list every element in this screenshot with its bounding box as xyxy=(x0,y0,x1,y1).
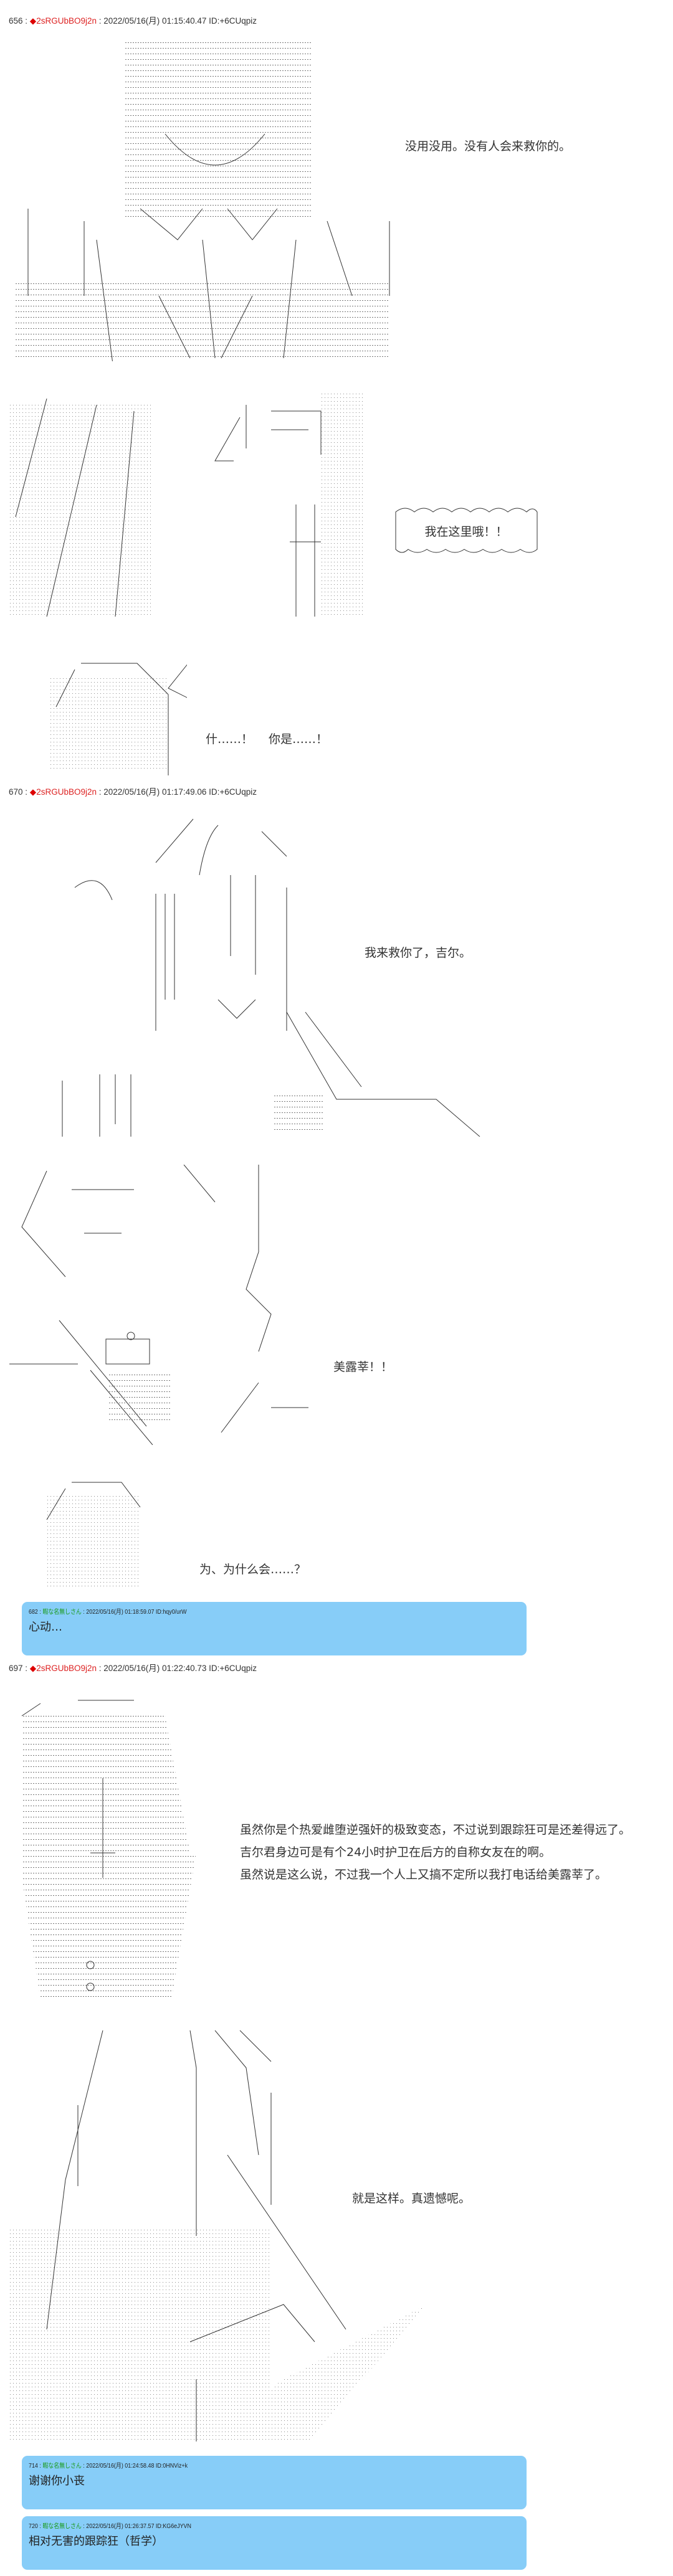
separator: : xyxy=(22,16,30,26)
dialogue-line: 什……！ 你是……！ xyxy=(206,732,328,746)
comment-body: 相对无害的跟踪狂（哲学） xyxy=(29,2535,163,2548)
trip-diamond-icon: ◆ xyxy=(29,787,37,797)
comment-header: 714 : 暇な名無しさん : 2022/05/16(月) 01:24:58.4… xyxy=(29,2462,188,2469)
dialogue-line: 为、为什么会……？ xyxy=(199,1563,307,1576)
trip-diamond-icon: ◆ xyxy=(29,16,37,26)
post-date: : 2022/05/16(月) 01:17:49.06 ID:+6CUqpiz xyxy=(96,787,257,797)
dialogue-line: 虽然说是这么说，不过我一个人上又搞不定所以我打电话给美露莘了。 xyxy=(240,1868,608,1882)
comment-header: 720 : 暇な名無しさん : 2022/05/16(月) 01:26:37.5… xyxy=(29,2522,191,2530)
dialogue-line: 没用没用。没有人会来救你的。 xyxy=(405,140,571,153)
ascii-art-knight xyxy=(9,1165,308,1445)
post-header: 697 : ◆2sRGUbBO9j2n : 2022/05/16(月) 01:2… xyxy=(9,1661,257,1674)
trip-code[interactable]: 2sRGUbBO9j2n xyxy=(36,16,97,26)
bubble-text: 我在这里哦！！ xyxy=(424,525,508,539)
ascii-art-villain xyxy=(16,37,390,361)
separator: : xyxy=(22,787,30,797)
post-header: 670 : ◆2sRGUbBO9j2n : 2022/05/16(月) 01:1… xyxy=(9,785,257,797)
dialogue-line: 美露莘！！ xyxy=(333,1360,393,1374)
post-number: 670 xyxy=(9,787,23,797)
comment-box: 682 : 暇な名無しさん : 2022/05/16(月) 01:18:59.0… xyxy=(22,1602,527,1655)
dialogue-line: 我来救你了，吉尔。 xyxy=(365,946,472,960)
ascii-art-rescuer xyxy=(62,818,480,1137)
dialogue-line: 虽然你是个热爱雌堕逆强奸的极致变态，不过说到跟踪狂可是还差得远了。 xyxy=(240,1823,631,1837)
comment-box: 714 : 暇な名無しさん : 2022/05/16(月) 01:24:58.4… xyxy=(22,2456,527,2509)
ascii-art-hiding xyxy=(9,392,365,617)
post-number: 697 xyxy=(9,1664,23,1673)
ascii-art-hooded-figure xyxy=(21,1700,196,1999)
post-date: : 2022/05/16(月) 01:22:40.73 ID:+6CUqpiz xyxy=(96,1664,257,1673)
comment-header: 682 : 暇な名無しさん : 2022/05/16(月) 01:18:59.0… xyxy=(29,1608,187,1616)
separator: : xyxy=(22,1664,30,1673)
dialogue-line: 就是这样。真遗憾呢。 xyxy=(352,2192,471,2205)
comment-box: 720 : 暇な名無しさん : 2022/05/16(月) 01:26:37.5… xyxy=(22,2516,527,2570)
trip-diamond-icon: ◆ xyxy=(29,1664,37,1673)
trip-code[interactable]: 2sRGUbBO9j2n xyxy=(36,1664,97,1673)
post-number: 656 xyxy=(9,16,23,26)
commenter-name: 暇な名無しさん xyxy=(42,1608,82,1616)
comment-body: 心动… xyxy=(29,1621,62,1634)
post-header: 656 : ◆2sRGUbBO9j2n : 2022/05/16(月) 01:1… xyxy=(9,14,257,26)
ascii-art-girl-shocked xyxy=(46,1482,141,1588)
speech-bubble: 我在这里哦！！ xyxy=(393,506,540,556)
ascii-art-girl-face xyxy=(50,663,187,775)
comment-body: 谢谢你小丧 xyxy=(29,2474,85,2488)
ascii-art-two-girls xyxy=(9,2030,427,2441)
trip-code[interactable]: 2sRGUbBO9j2n xyxy=(36,787,97,797)
dialogue-line: 吉尔君身边可是有个24小时护卫在后方的自称女友在的啊。 xyxy=(240,1845,551,1859)
post-date: : 2022/05/16(月) 01:15:40.47 ID:+6CUqpiz xyxy=(96,16,257,26)
commenter-name: 暇な名無しさん xyxy=(42,2462,82,2469)
commenter-name: 暇な名無しさん xyxy=(42,2522,82,2530)
